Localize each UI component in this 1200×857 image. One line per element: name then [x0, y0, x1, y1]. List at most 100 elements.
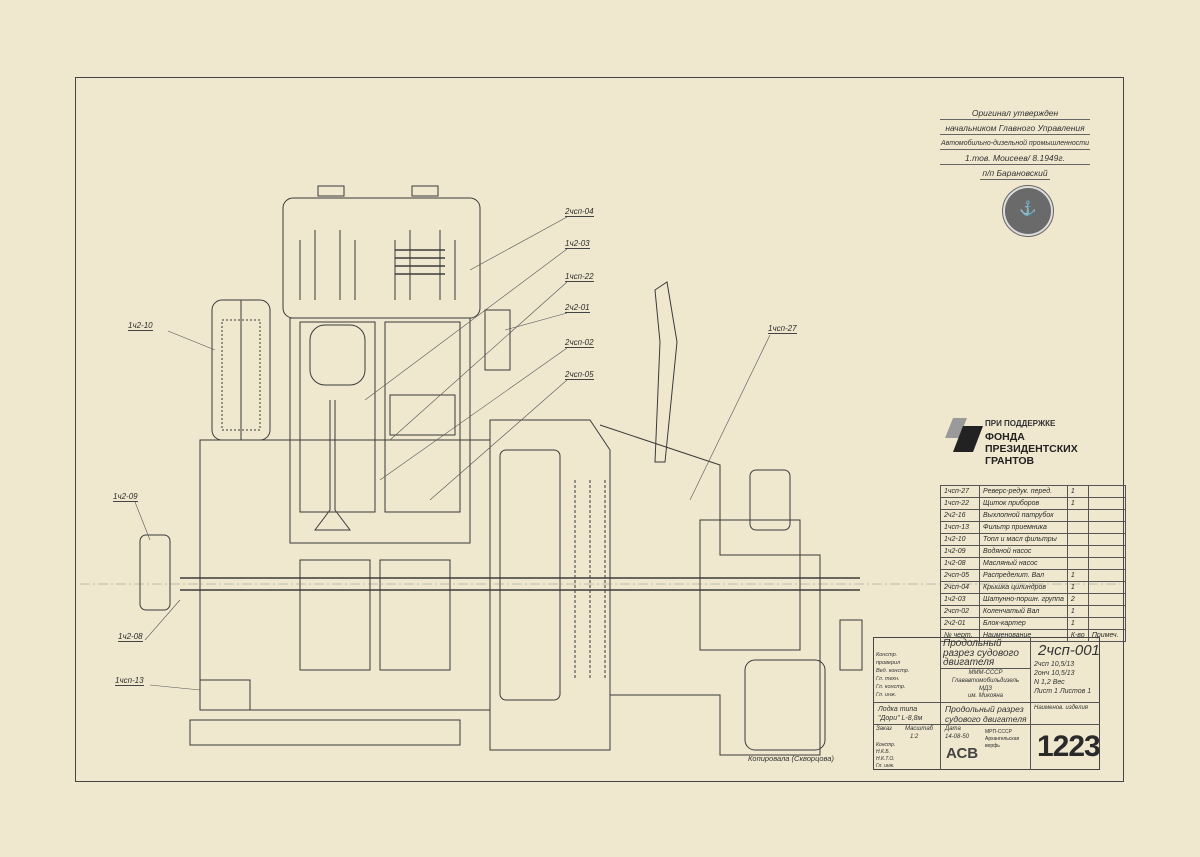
parts-cell: Крышка цилиндров: [979, 581, 1068, 594]
parts-cell: 2: [1066, 593, 1089, 606]
callout-label: 1ч2-10: [128, 321, 153, 331]
parts-cell: [1066, 545, 1089, 558]
anchor-icon: ⚓: [1019, 200, 1037, 216]
role-label: Вед. констр.: [876, 668, 910, 674]
engine-type-1: 2чсп 10,5/13: [1034, 661, 1075, 668]
role-label: Н.К.Т.О.: [876, 756, 895, 762]
parts-cell: Топл и масл фильтры: [979, 533, 1068, 546]
parts-cell: [1087, 545, 1126, 558]
parts-cell: [1087, 521, 1126, 534]
parts-cell: 1чсп-27: [940, 485, 980, 498]
parts-cell: [1087, 581, 1126, 594]
parts-cell: [1087, 569, 1126, 582]
role-label: Гл. инж.: [876, 763, 895, 769]
sheet: 1: [1053, 688, 1058, 695]
order-label: Заказ: [876, 726, 892, 732]
ministry: МММ-СССР: [968, 670, 1003, 676]
parts-cell: Реверс-редук. перед.: [979, 485, 1068, 498]
parts-cell: [1066, 509, 1089, 522]
approval-line: 1.тов. Моисеев/ 8.1949г.: [940, 153, 1090, 165]
role-label: Гл. техн.: [876, 676, 900, 682]
engine-type-2: 2онч 10,5/13: [1034, 670, 1075, 677]
parts-cell: [1087, 593, 1126, 606]
leader-lines: [134, 216, 771, 691]
parts-cell: [1087, 533, 1126, 546]
parts-cell: 1чсп-13: [940, 521, 980, 534]
parts-header-cell: К-во: [1066, 629, 1089, 642]
parts-cell: Выхлопной патрубок: [979, 509, 1068, 522]
approval-stamp: Оригинал утвержден начальником Главного …: [940, 108, 1090, 183]
control-lever: [654, 281, 678, 463]
drawing-title-2: Продольный разрез судового двигателя: [945, 704, 1027, 724]
date-label: Дата: [945, 726, 961, 732]
parts-cell: [1087, 605, 1126, 618]
role-label: Н.К.Б.: [876, 749, 890, 755]
drawing-number: 2чсп-001: [1038, 642, 1100, 659]
parts-cell: Шатунно-поршн. группа: [979, 593, 1068, 606]
sponsor-name: ФОНДА ПРЕЗИДЕНТСКИХ ГРАНТОВ: [985, 431, 1078, 467]
callout-label: 1чсп-13: [115, 676, 144, 686]
callout-label: 2ч2-01: [565, 303, 590, 313]
role-label: Гл. констр.: [876, 684, 906, 690]
callout-label: 2чсп-05: [565, 370, 594, 380]
callout-label: 2чсп-04: [565, 207, 594, 217]
n: 1,2: [1041, 679, 1051, 686]
plant-name: им. Микояна: [967, 693, 1003, 700]
parts-header-cell: Примеч.: [1087, 629, 1126, 642]
sheet-number: 1223: [1037, 730, 1101, 763]
parts-cell: 1: [1066, 497, 1089, 510]
parts-cell: [1087, 497, 1126, 510]
parts-cell: 2ч2-16: [940, 509, 980, 522]
parts-cell: 1ч2-09: [940, 545, 980, 558]
n-value: N 1,2 Вес: [1034, 679, 1065, 687]
approval-line: Оригинал утвержден: [940, 108, 1090, 120]
flywheel-housing: [489, 419, 611, 751]
weight-label: Вес: [1052, 679, 1065, 686]
sponsor-line: ПРИ ПОДДЕРЖКЕ: [985, 419, 1056, 428]
sponsor-line: ФОНДА: [985, 431, 1025, 443]
parts-header-cell: № черт.: [940, 629, 980, 642]
sheet-info: Лист 1 Листов 1: [1034, 688, 1091, 696]
date: 14-08-50: [945, 734, 970, 740]
divider: [940, 637, 941, 770]
parts-cell: Щиток приборов: [979, 497, 1068, 510]
divider: [940, 668, 1030, 669]
callout-label: 1ч2-03: [565, 239, 590, 249]
parts-cell: 1ч2-03: [940, 593, 980, 606]
divider: [1030, 637, 1031, 770]
callout-label: 1чсп-27: [768, 324, 797, 334]
sheet-label: Лист: [1034, 688, 1053, 695]
society-seal: ⚓: [1002, 185, 1054, 237]
cylinder-block: [289, 309, 511, 544]
parts-cell: 2чсп-04: [940, 581, 980, 594]
callout-label: 1чсп-22: [565, 272, 594, 282]
bottom-roles: Констр. Н.К.Б. Н.К.Т.О. Гл. инж.: [876, 742, 895, 770]
parts-cell: 2чсп-02: [940, 605, 980, 618]
n-label: N: [1034, 679, 1040, 686]
approval-line: Автомобильно-дизельной промышленности: [940, 138, 1090, 150]
parts-cell: 1: [1066, 569, 1089, 582]
parts-cell: 2чсп-05: [940, 569, 980, 582]
parts-cell: Коленчатый Вал: [979, 605, 1068, 618]
parts-cell: 1ч2-08: [940, 557, 980, 570]
grant-fund-logo-icon: [945, 418, 983, 452]
scale-label: Масштаб: [905, 726, 934, 732]
reverse-gearbox: [599, 424, 863, 756]
main-shaft: [180, 577, 860, 591]
plant: МДЗ: [979, 685, 992, 692]
callout-label: 1ч2-09: [113, 492, 138, 502]
callout-label: 1ч2-08: [118, 632, 143, 642]
title-block: [873, 637, 1100, 770]
